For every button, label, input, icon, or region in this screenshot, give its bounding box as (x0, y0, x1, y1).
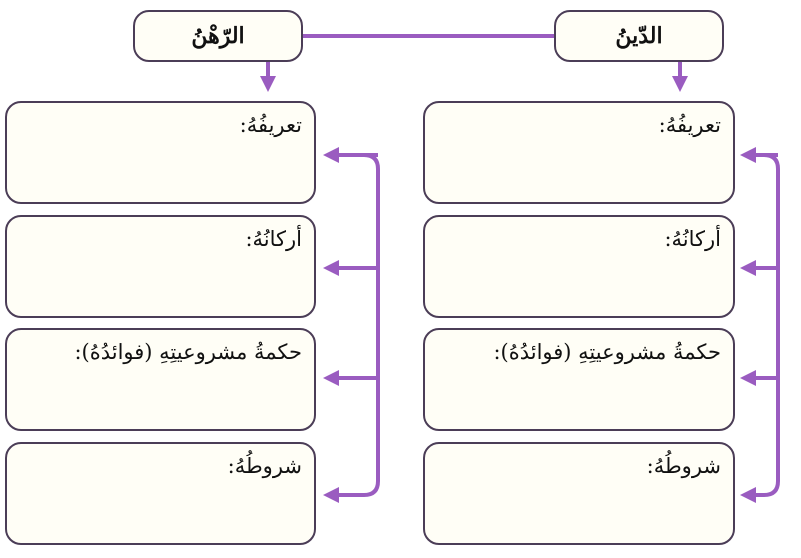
header-pawn: الرّهْنُ (133, 10, 303, 62)
pawn-wisdom-field[interactable]: حكمةُ مشروعيتِهِ (فوائدُهُ): (5, 328, 316, 431)
right-bracket (740, 147, 780, 503)
header-debt: الدّينُ (554, 10, 724, 62)
left-bracket (323, 147, 380, 503)
debt-wisdom-field[interactable]: حكمةُ مشروعيتِهِ (فوائدُهُ): (423, 328, 735, 431)
pawn-pillars-field[interactable]: أركانُهُ: (5, 215, 316, 318)
pawn-definition-field[interactable]: تعريفُهُ: (5, 101, 316, 204)
pawn-conditions-field[interactable]: شروطُهُ: (5, 442, 316, 545)
debt-conditions-field[interactable]: شروطُهُ: (423, 442, 735, 545)
debt-pillars-field[interactable]: أركانُهُ: (423, 215, 735, 318)
debt-definition-field[interactable]: تعريفُهُ: (423, 101, 735, 204)
